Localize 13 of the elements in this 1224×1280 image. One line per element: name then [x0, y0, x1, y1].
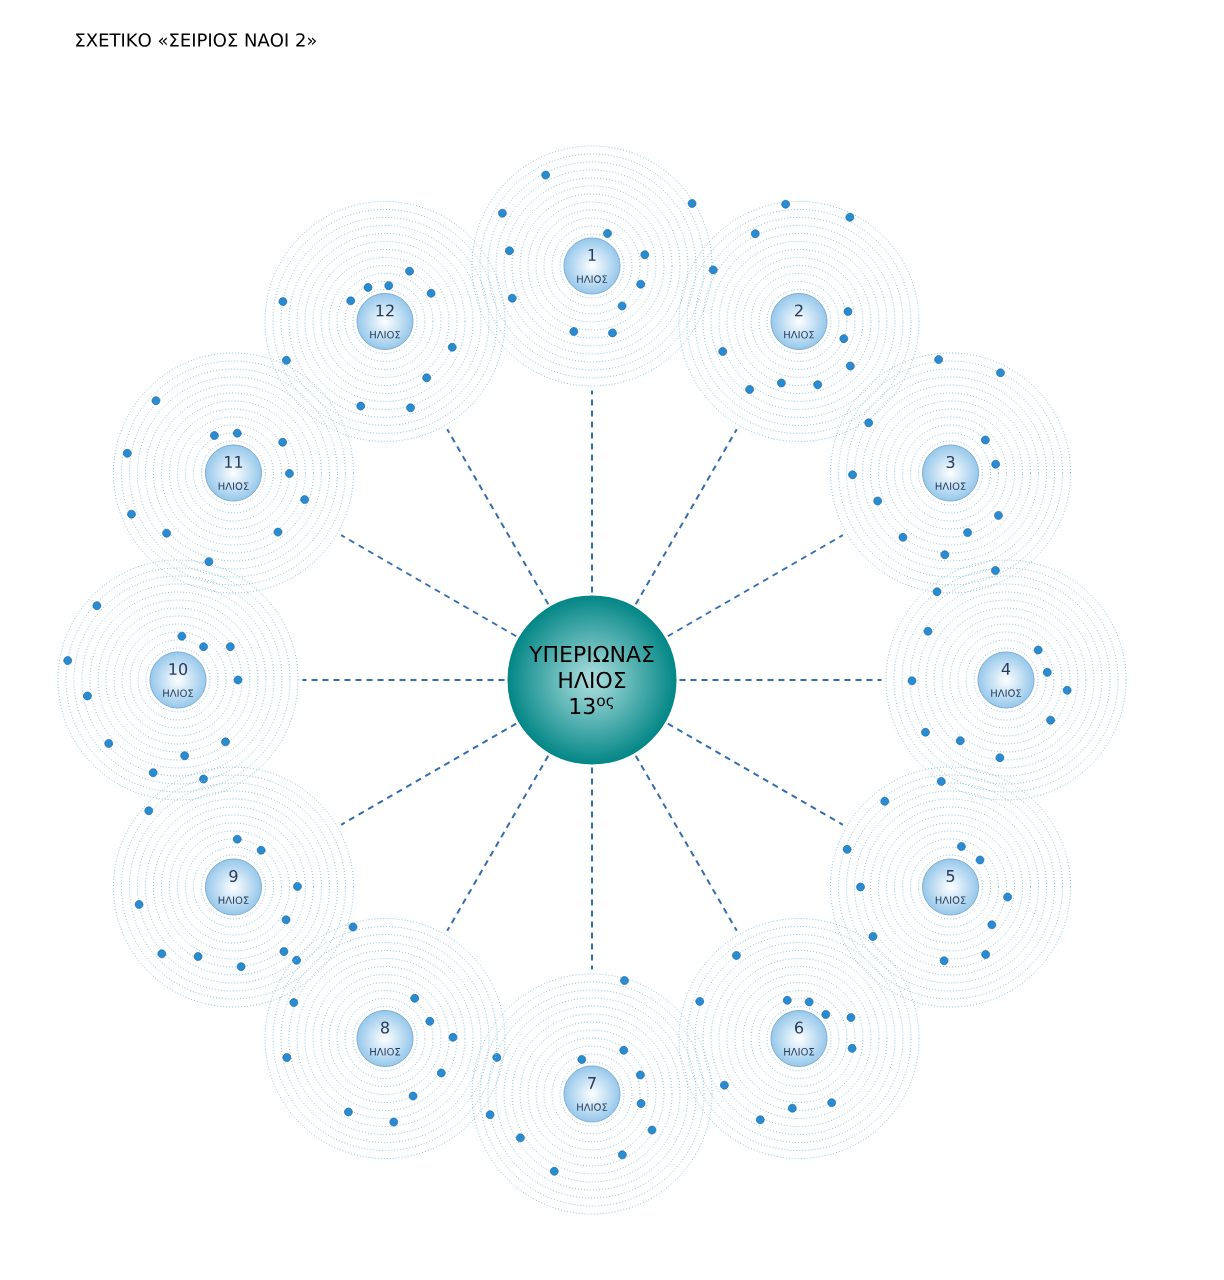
dashed-line [678, 679, 883, 681]
dashed-line [591, 766, 593, 971]
dashed-line [340, 534, 518, 638]
dashed-line [446, 754, 550, 932]
dashed-line [666, 722, 844, 826]
dashed-line [301, 679, 506, 681]
dashed-line [591, 389, 593, 594]
dashed-line [446, 428, 550, 606]
dashed-line [634, 428, 738, 606]
dashed-line [340, 722, 518, 826]
dashed-line [634, 754, 738, 932]
dashed-line [666, 534, 844, 638]
title: ΣΧΕΤΙΚΟ «ΣΕΙΡΙΟΣ ΝΑΟΙ 2» [76, 33, 317, 47]
